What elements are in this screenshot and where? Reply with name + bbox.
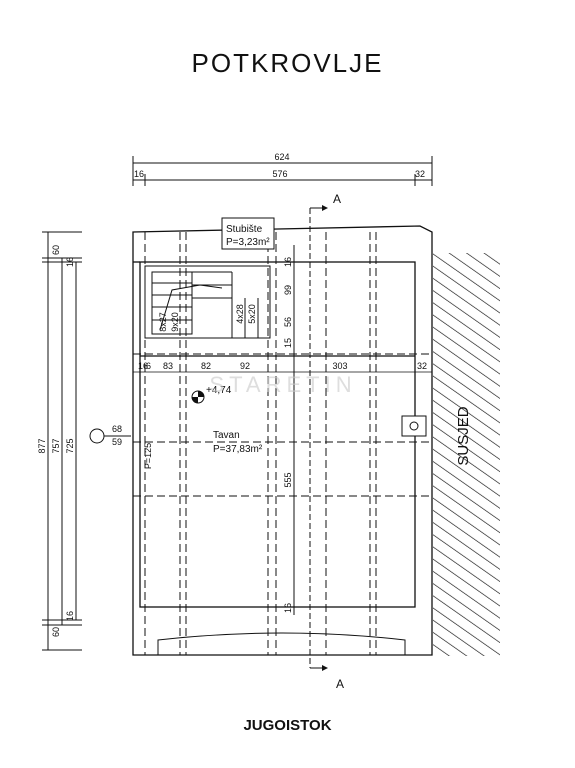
stair-step-9x20: 9x20 <box>170 312 180 332</box>
dim-right-32: 32 <box>415 169 425 179</box>
dim-clear-725: 725 <box>65 438 75 453</box>
stair-step-8x27: 8x27 <box>158 312 168 332</box>
elevation-value: +4,74 <box>206 385 232 396</box>
dim-left-125: P=125 <box>143 443 153 469</box>
dim-vert-555: 555 <box>283 472 293 487</box>
roof-beam-lines <box>133 232 432 655</box>
grid-marker-top: 68 <box>112 424 122 434</box>
dim-row-6: 6 <box>146 361 151 371</box>
section-arrowhead-top <box>322 205 328 211</box>
section-label-top: A <box>333 192 341 206</box>
neighbor-hatching <box>433 253 500 656</box>
dim-total-877: 877 <box>37 438 47 453</box>
dim-overall-width: 624 <box>274 152 289 162</box>
section-arrowhead-bottom <box>322 665 328 671</box>
dim-vert-16-top: 16 <box>283 257 293 267</box>
neighbor-label: SUSJED <box>455 406 472 465</box>
stairs-label-box <box>221 217 275 250</box>
dim-row-83: 83 <box>163 361 173 371</box>
top-dimension-lines <box>132 156 433 186</box>
attic-area: P=37,83m² <box>213 444 263 455</box>
dim-vert-56: 56 <box>283 317 293 327</box>
grid-marker-bottom: 59 <box>112 437 122 447</box>
left-dimension-lines <box>42 231 82 651</box>
stairs-area: P=3,23m² <box>226 237 270 248</box>
elevation-marker-fill <box>192 391 204 403</box>
grid-marker-circle <box>89 428 105 444</box>
stair-step-5x20: 5x20 <box>247 304 257 324</box>
dim-row-303: 303 <box>332 361 347 371</box>
dim-bottom-60: 60 <box>51 627 61 637</box>
dim-left-16: 16 <box>134 169 144 179</box>
watermark: STARETIN <box>209 372 356 397</box>
stair-well <box>144 265 271 339</box>
dim-row-16: 16 <box>138 361 148 371</box>
dim-row-92: 92 <box>240 361 250 371</box>
dim-vert-99: 99 <box>283 285 293 295</box>
attic-name: Tavan <box>213 430 240 441</box>
stairs-name: Stubište <box>226 224 263 235</box>
chimney-flue <box>409 421 419 431</box>
dim-row-82: 82 <box>201 361 211 371</box>
dim-middle-576: 576 <box>272 169 287 179</box>
dim-vert-16-bottom: 16 <box>283 603 293 613</box>
bottom-eaves <box>157 632 406 656</box>
stair-step-4x28: 4x28 <box>235 304 245 324</box>
section-label-bottom: A <box>336 677 344 691</box>
chimney <box>401 415 427 437</box>
dim-top-16: 16 <box>65 257 75 267</box>
plan-title: POTKROVLJE <box>191 48 384 78</box>
orientation-label: JUGOISTOK <box>243 717 332 734</box>
dim-vert-15: 15 <box>283 338 293 348</box>
dim-top-60: 60 <box>51 245 61 255</box>
dim-inner-757: 757 <box>51 438 61 453</box>
dim-bottom-16: 16 <box>65 611 75 621</box>
dim-row-32: 32 <box>417 361 427 371</box>
